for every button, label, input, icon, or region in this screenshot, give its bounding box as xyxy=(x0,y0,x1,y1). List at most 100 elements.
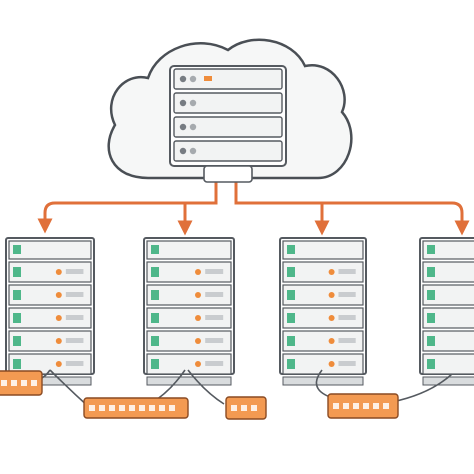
status-led-icon xyxy=(287,290,295,300)
rack-base xyxy=(146,376,232,386)
tag-body xyxy=(0,370,43,396)
status-led-icon xyxy=(287,267,295,277)
tag-glyph xyxy=(21,380,27,386)
drive-bay xyxy=(282,307,364,329)
tag-glyph xyxy=(139,405,145,411)
rack-top-unit xyxy=(8,240,92,260)
drive-led-icon xyxy=(328,361,335,367)
status-led-icon xyxy=(13,267,21,277)
tag-glyph xyxy=(383,403,389,409)
cloud-drive-bay xyxy=(173,116,283,138)
cable-line xyxy=(187,369,225,405)
drive-led-icon xyxy=(195,361,201,367)
tag-glyph xyxy=(169,405,175,411)
tag-glyph xyxy=(149,405,155,411)
drive-led-icon xyxy=(55,292,62,298)
status-led-icon xyxy=(151,245,159,254)
drive-led-icon xyxy=(195,269,201,275)
connector-main-right xyxy=(234,178,470,236)
status-led-icon xyxy=(427,313,435,323)
tag-glyph xyxy=(159,405,165,411)
server-racks xyxy=(5,237,474,386)
drive-handle xyxy=(338,338,356,343)
label-tag-icon xyxy=(0,370,43,396)
drive-bay xyxy=(422,330,474,352)
drive-led-icon xyxy=(55,269,62,275)
cloud-drive-bay xyxy=(173,92,283,114)
label-tags xyxy=(0,370,399,420)
drive-bay xyxy=(282,261,364,283)
drive-led-icon xyxy=(328,315,335,321)
drive-handle xyxy=(65,292,84,297)
status-led-icon xyxy=(427,245,435,254)
drive-led-icon xyxy=(189,99,197,107)
drive-led-icon xyxy=(189,147,197,155)
drive-handle xyxy=(338,315,356,320)
drive-bay xyxy=(146,307,232,329)
status-led-icon xyxy=(287,245,295,254)
drive-led-icon xyxy=(55,315,62,321)
status-led-icon xyxy=(427,336,435,346)
status-led-icon xyxy=(287,359,295,369)
rack-top-unit xyxy=(422,240,474,260)
tag-glyph xyxy=(343,403,349,409)
drive-bay xyxy=(8,307,92,329)
drive-handle xyxy=(338,269,356,274)
status-led-icon xyxy=(427,359,435,369)
status-led-icon xyxy=(151,290,159,300)
status-led-icon xyxy=(427,267,435,277)
status-led-icon xyxy=(287,336,295,346)
drive-bay xyxy=(146,261,232,283)
drive-handle xyxy=(205,292,224,297)
drive-bay xyxy=(146,284,232,306)
rack-top-unit xyxy=(282,240,364,260)
server-rack-icon xyxy=(419,237,474,386)
connector-lines xyxy=(37,178,470,236)
drive-bay xyxy=(8,330,92,352)
status-led-icon xyxy=(13,336,21,346)
drive-handle xyxy=(65,269,84,274)
tag-glyph xyxy=(11,380,17,386)
rack-top-unit xyxy=(146,240,232,260)
status-led-icon xyxy=(151,359,159,369)
label-tag-icon xyxy=(327,393,399,419)
drive-led-icon xyxy=(189,75,197,83)
drive-handle xyxy=(65,338,84,343)
drive-handle xyxy=(205,361,224,366)
label-tag-icon xyxy=(225,396,267,420)
server-rack-icon xyxy=(143,237,235,386)
drive-handle xyxy=(338,292,356,297)
tag-glyph xyxy=(129,405,135,411)
tag-glyph xyxy=(1,380,7,386)
tag-body xyxy=(83,397,189,419)
drive-indicator-icon xyxy=(204,76,212,81)
drive-led-icon xyxy=(179,75,187,83)
drive-led-icon xyxy=(195,292,201,298)
status-led-icon xyxy=(427,290,435,300)
drive-led-icon xyxy=(328,269,335,275)
drive-handle xyxy=(65,361,84,366)
status-led-icon xyxy=(13,290,21,300)
drive-bay xyxy=(282,284,364,306)
tag-glyph xyxy=(231,405,237,411)
tag-glyph xyxy=(241,405,247,411)
drive-led-icon xyxy=(189,123,197,131)
connector-main-left xyxy=(37,178,218,234)
drive-led-icon xyxy=(179,147,187,155)
tag-glyph xyxy=(251,405,257,411)
status-led-icon xyxy=(151,313,159,323)
drive-led-icon xyxy=(55,361,62,367)
drive-bay xyxy=(8,261,92,283)
drive-bay xyxy=(422,284,474,306)
tag-glyph xyxy=(119,405,125,411)
tag-glyph xyxy=(373,403,379,409)
drive-bay xyxy=(8,353,92,375)
drive-bay xyxy=(422,353,474,375)
status-led-icon xyxy=(13,359,21,369)
rack-base xyxy=(422,376,474,386)
tag-glyph xyxy=(353,403,359,409)
status-led-icon xyxy=(13,313,21,323)
drive-led-icon xyxy=(328,292,335,298)
drive-bay xyxy=(282,330,364,352)
